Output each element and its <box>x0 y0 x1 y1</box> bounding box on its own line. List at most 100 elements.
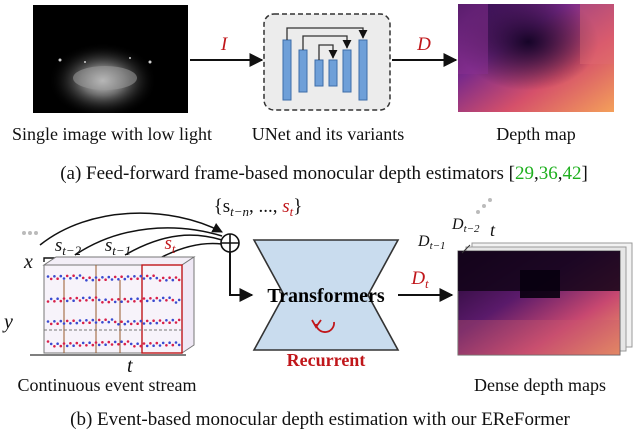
event-dot <box>107 320 111 324</box>
event-dot <box>62 342 66 345</box>
event-dot <box>149 342 152 345</box>
plus-to-transformer-arrow <box>229 252 254 302</box>
unet-box <box>263 13 391 111</box>
event-dot <box>72 274 75 278</box>
event-dot <box>53 275 56 278</box>
event-dot <box>104 318 107 322</box>
event-dot <box>139 274 143 278</box>
event-dot <box>168 276 171 280</box>
event-dot <box>129 297 133 301</box>
output-symbol: D <box>416 34 431 55</box>
event-dot <box>145 319 149 323</box>
event-dot <box>104 298 107 302</box>
event-dot <box>161 321 165 325</box>
event-dot <box>59 319 63 323</box>
event-dot <box>171 298 175 302</box>
event-dot <box>117 323 120 326</box>
dense-depth-stack <box>457 242 633 356</box>
event-dot <box>75 276 79 280</box>
segment-curve-arrow <box>39 212 223 246</box>
event-dot <box>139 319 143 323</box>
event-dot <box>59 299 63 303</box>
event-dot <box>161 341 165 345</box>
event-dot <box>65 319 69 323</box>
event-volume <box>42 256 196 354</box>
axis-x-label: x <box>23 251 33 273</box>
input-symbol: I <box>220 34 229 55</box>
event-dot <box>97 278 101 282</box>
event-dot <box>107 340 111 344</box>
event-dot <box>94 276 98 279</box>
event-dot <box>69 277 72 280</box>
event-stream-label: Continuous event stream <box>18 375 197 395</box>
event-dot <box>62 277 66 280</box>
event-dot <box>155 341 159 345</box>
event-dot <box>123 297 127 301</box>
event-dot <box>85 299 88 302</box>
event-dot <box>117 343 120 346</box>
event-dot <box>56 342 59 346</box>
event-dot <box>136 277 139 281</box>
event-dot <box>152 319 155 323</box>
event-dot <box>94 341 98 344</box>
low-light-image <box>33 5 188 113</box>
event-dot <box>133 320 136 323</box>
event-dot <box>81 321 85 325</box>
event-dot <box>171 343 175 347</box>
event-dot <box>110 278 114 281</box>
event-dot <box>69 297 72 300</box>
aggregate-plus-icon <box>220 233 240 253</box>
low-light-image-label: Single image with low light <box>12 124 212 144</box>
event-dot <box>133 275 136 278</box>
event-dot <box>81 341 85 345</box>
event-dot <box>110 318 114 321</box>
event-dot <box>158 299 162 302</box>
event-dot <box>78 319 82 322</box>
event-dot <box>117 298 120 301</box>
event-dot <box>149 322 152 325</box>
event-dot <box>165 279 168 282</box>
event-dot <box>75 341 79 345</box>
event-dot <box>81 276 85 280</box>
event-dot <box>168 341 171 345</box>
output-depth-symbol: Dt <box>410 268 429 291</box>
event-dot <box>49 342 53 346</box>
event-dot <box>136 322 139 326</box>
event-dot <box>129 322 133 326</box>
caption-b: (b) Event-based monocular depth estimati… <box>70 409 570 430</box>
caption-a: (a) Feed-forward frame-based monocular d… <box>60 163 588 184</box>
segment-label-t1: st−1 <box>105 235 131 258</box>
event-dot <box>104 278 107 282</box>
event-dot <box>97 298 101 302</box>
event-dot <box>136 342 139 346</box>
event-dot <box>155 296 159 300</box>
event-dot <box>49 297 53 301</box>
event-dot <box>56 297 59 301</box>
event-dot <box>97 318 101 322</box>
event-dot <box>168 321 171 325</box>
recurrent-loop-icon <box>311 319 335 333</box>
event-dot <box>107 275 111 279</box>
event-dot <box>165 319 168 322</box>
recurrent-label: Recurrent <box>287 350 366 370</box>
event-dot <box>53 300 56 303</box>
event-dot <box>158 279 162 282</box>
event-dot <box>177 343 181 347</box>
axis-t-label: t <box>127 355 133 377</box>
event-dot <box>88 341 91 345</box>
event-dot <box>165 299 168 302</box>
event-dot <box>101 341 104 344</box>
event-dot <box>126 300 130 303</box>
event-dot <box>62 297 66 300</box>
event-dot <box>120 300 123 304</box>
event-dot <box>78 299 82 302</box>
transformer-block <box>252 239 400 351</box>
event-dot <box>152 299 155 303</box>
event-dot <box>75 321 79 325</box>
event-dot <box>129 277 133 281</box>
event-dot <box>177 278 181 282</box>
event-dot <box>49 277 53 281</box>
event-dot <box>161 296 165 300</box>
event-dot <box>152 274 155 278</box>
